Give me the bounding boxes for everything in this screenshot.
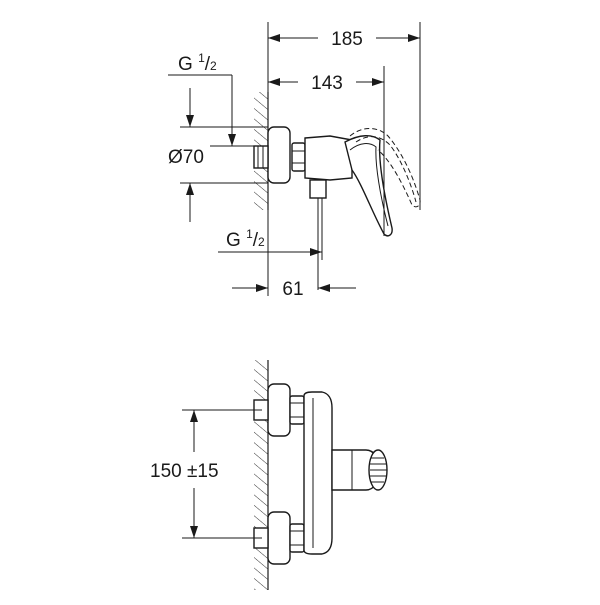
dim-diameter-label: Ø70 (168, 147, 204, 168)
thread-upper-den: 2 (210, 59, 217, 73)
valve-body (304, 135, 353, 181)
thread-upper-slash: / (205, 54, 211, 75)
dim-depth-label: 61 (282, 279, 303, 300)
thread-lower-slash: / (253, 230, 259, 251)
wall-front-view (254, 360, 269, 590)
thread-lower-base: G (226, 230, 246, 251)
thread-upper-label: G 1/2 (178, 51, 217, 75)
thread-lower-label: G 1/2 (226, 227, 265, 251)
escutcheon-plate (267, 126, 291, 184)
front-view: 150 ±15 (150, 360, 388, 590)
mixer-body (303, 391, 333, 555)
lever-handle (344, 135, 393, 237)
thread-upper-num: 1 (198, 51, 205, 65)
thread-lower-den: 2 (258, 235, 265, 249)
upper-escutcheon (267, 383, 291, 437)
dim-lever-label: 143 (311, 73, 343, 94)
upper-nut (289, 395, 305, 425)
dim-overall-label: 185 (331, 29, 363, 50)
connection-nut (291, 142, 306, 172)
lower-nut (289, 523, 305, 553)
thread-lower-num: 1 (246, 227, 253, 241)
lower-escutcheon (267, 511, 291, 565)
inlet-stub (253, 145, 269, 169)
dim-centers-label: 150 ±15 (150, 461, 219, 482)
outlet-connector (309, 179, 327, 199)
thread-upper-base: G (178, 54, 198, 75)
side-view: 185 143 G 1/2 Ø70 G 1/2 (168, 22, 421, 300)
